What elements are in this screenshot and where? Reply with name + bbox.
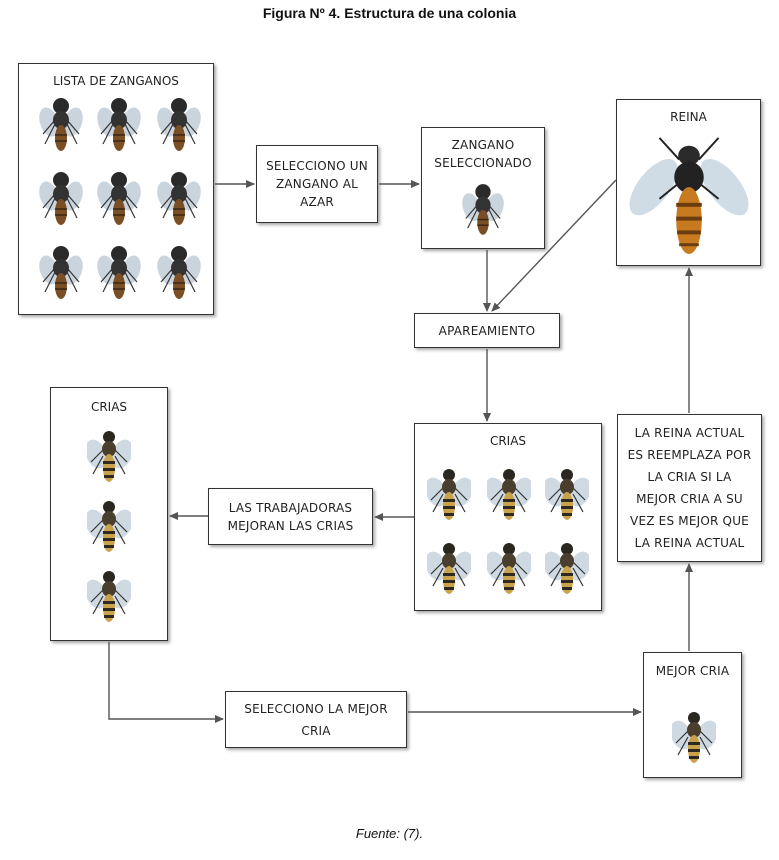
drone-bee-icon [39,171,83,226]
broods-right-box: CRIAS [414,423,602,611]
queen-title: REINA [670,110,707,124]
worker-bee-icon [427,542,471,595]
workers-improve-label: LAS TRABAJADORAS MEJORAN LAS CRIAS [227,500,354,533]
replace-queen-label: LA REINA ACTUAL ES REEMPLAZA POR LA CRIA… [627,426,752,550]
select-best-label: SELECCIONO LA MEJOR CRIA [244,701,388,738]
workers-improve-box: LAS TRABAJADORAS MEJORAN LAS CRIAS [208,488,373,545]
best-brood-title: MEJOR CRIA [655,664,730,678]
selected-drone-title: ZANGANO SELECCIONADO [434,138,532,170]
figure-caption: Figura Nº 4. Estructura de una colonia [262,5,517,21]
worker-bee-icon [545,468,589,521]
broods-left-title: CRIAS [90,400,128,414]
drone-bee-icon [97,171,141,226]
drone-bee-icon [39,245,83,300]
select-random-drone-box: SELECCIONO UN ZANGANO AL AZAR [256,145,378,223]
select-best-box: SELECCIONO LA MEJOR CRIA [225,691,407,748]
drone-list-title: LISTA DE ZANGANOS [53,74,179,88]
drone-bee-icon [39,97,83,152]
drone-bee-icon [97,97,141,152]
drone-bee-icon [97,245,141,300]
broods-right-title: CRIAS [489,434,527,448]
drone-bee-icon [462,183,504,236]
worker-bee-icon [487,542,531,595]
mating-box: APAREAMIENTO [414,313,560,348]
drone-bee-icon [157,171,201,226]
worker-bee-icon [487,468,531,521]
worker-bee-icon [87,500,131,553]
worker-bee-icon [672,711,716,764]
worker-bee-icon [545,542,589,595]
mating-label: APAREAMIENTO [438,323,536,338]
worker-bee-icon [87,430,131,483]
worker-bee-icon [427,468,471,521]
queen-box: REINA [616,99,761,266]
queen-bee-icon [629,136,749,256]
drone-bee-icon [157,97,201,152]
best-brood-box: MEJOR CRIA [643,652,742,778]
drone-list-box: LISTA DE ZANGANOS [18,63,214,315]
replace-queen-box: LA REINA ACTUAL ES REEMPLAZA POR LA CRIA… [617,414,762,562]
selected-drone-box: ZANGANO SELECCIONADO [421,127,545,249]
figure-source: Fuente: (7). [355,826,424,841]
select-random-drone-label: SELECCIONO UN ZANGANO AL AZAR [266,159,368,209]
arrow-broods-left-to-select-best [108,642,224,723]
drone-bee-icon [157,245,201,300]
broods-left-box: CRIAS [50,387,168,641]
worker-bee-icon [87,570,131,623]
